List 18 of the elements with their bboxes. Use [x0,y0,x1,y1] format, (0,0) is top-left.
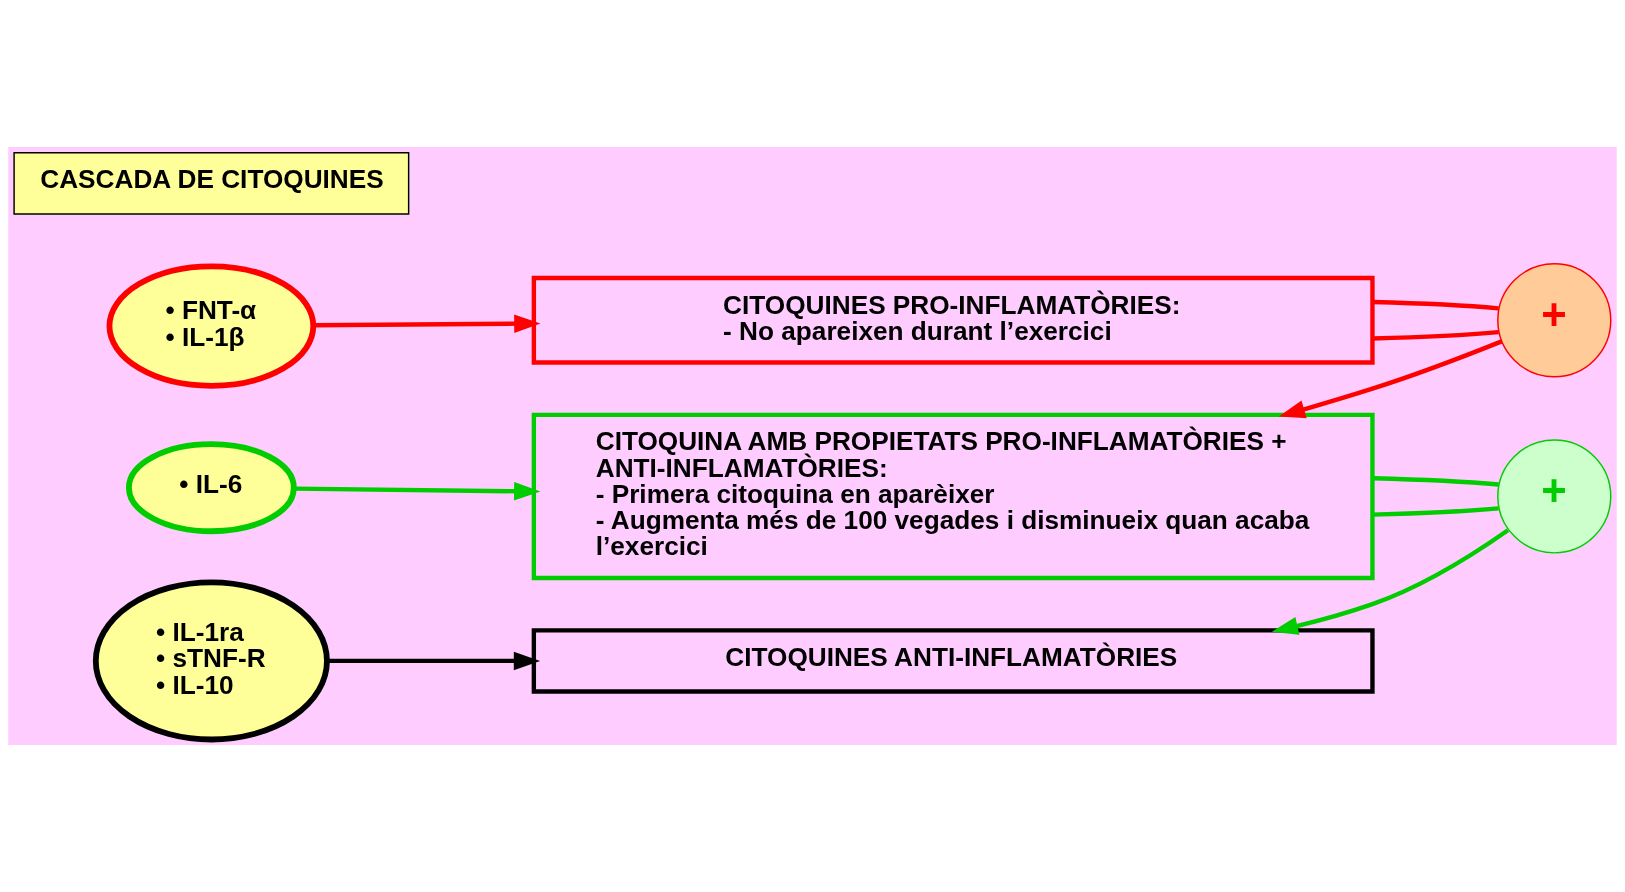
node-ellipse: • FNT-α • IL-1β [106,263,317,389]
arrow [313,314,541,333]
node-circle: + [1497,263,1612,378]
connector [1372,299,1499,311]
node-box: CASCADA DE CITOQUINES [13,152,410,215]
node-box: CITOQUINA AMB PROPIETATS PRO-INFLAMATÒRIES + ANTI-INFLAMATÒRIES: - Primera citoquina en aparèixer - Augmenta més de 100 vegades i disminueix quan acaba l’exercici [531,412,1375,581]
arrow [1271,528,1510,635]
arrow [294,482,541,501]
connector [1372,329,1499,341]
arrow [1278,339,1503,419]
node-circle: + [1497,439,1612,554]
node-ellipse: • IL-6 [126,441,297,535]
connector [1372,506,1499,517]
node-box: CITOQUINES ANTI-INFLAMATÒRIES [531,628,1375,694]
connector [1372,476,1499,487]
arrow [327,651,541,671]
node-box: CITOQUINES PRO-INFLAMATÒRIES: - No apareixen durant l’exercici [531,275,1375,365]
node-ellipse: • IL-1ra • sTNF-R • IL-10 [92,579,330,743]
